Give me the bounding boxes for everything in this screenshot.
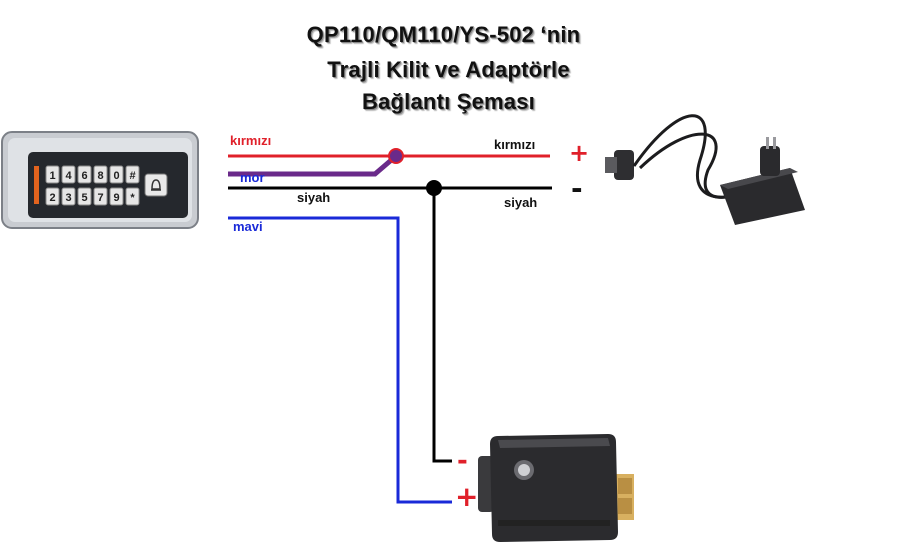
keypad-key-label: 8 xyxy=(97,170,103,182)
keypad-key xyxy=(93,187,108,206)
keypad-led xyxy=(34,166,39,204)
keypad-key xyxy=(61,165,76,184)
black-junction xyxy=(426,180,442,196)
keypad-key xyxy=(45,187,60,206)
keypad-key-label: 7 xyxy=(97,192,103,204)
black-wire-to-lock xyxy=(432,188,452,463)
adapter-minus-sign: - xyxy=(571,172,583,205)
keypad-key-label: # xyxy=(129,170,135,182)
purple-wire xyxy=(228,154,398,177)
keypad-key-label: 0 xyxy=(113,170,119,182)
keypad-key xyxy=(125,187,140,206)
keypad-key-label: 9 xyxy=(113,192,119,204)
keypad-key-label: 3 xyxy=(65,192,71,204)
keypad-key-label: 1 xyxy=(49,170,55,182)
wire-label-red-right: kırmızı xyxy=(494,137,536,152)
diagram-title-line-2: Trajli Kilit ve Adaptörle xyxy=(327,57,570,82)
keypad-key-label: 2 xyxy=(49,192,55,204)
adapter-plus-sign: + xyxy=(569,139,590,167)
keypad-key xyxy=(125,165,140,184)
keypad-key xyxy=(109,187,124,206)
diagram-title-line-3: Bağlantı Şeması xyxy=(362,89,535,114)
wire-label-blue: mavi xyxy=(233,219,263,234)
bell-key xyxy=(144,173,168,197)
diagram-title-line-1: QP110/QM110/YS-502 ‘nin xyxy=(306,22,581,47)
wire-label-black-left: siyah xyxy=(297,190,331,205)
keypad-key xyxy=(93,165,108,184)
keypad-key xyxy=(61,187,76,206)
red-purple-junction xyxy=(388,148,404,164)
blue-wire xyxy=(228,216,452,504)
power-adapter xyxy=(605,114,805,225)
keypad-key-label: * xyxy=(130,192,135,204)
keypad-key-label: 4 xyxy=(65,170,72,182)
wire-label-red-left: kırmızı xyxy=(230,133,272,148)
keypad-key-label: 5 xyxy=(81,192,87,204)
keypad-key xyxy=(77,187,92,206)
lock-plus-sign: + xyxy=(455,480,479,513)
lock-minus-sign: - xyxy=(457,446,468,476)
electric-lock xyxy=(478,434,634,542)
keypad-key xyxy=(109,165,124,184)
wire-label-purple: mor xyxy=(240,170,265,185)
keypad-key-label: 6 xyxy=(81,170,87,182)
keypad-key xyxy=(45,165,60,184)
bell-icon xyxy=(151,179,161,191)
wire-label-black-right: siyah xyxy=(504,195,538,210)
keypad-key xyxy=(77,165,92,184)
